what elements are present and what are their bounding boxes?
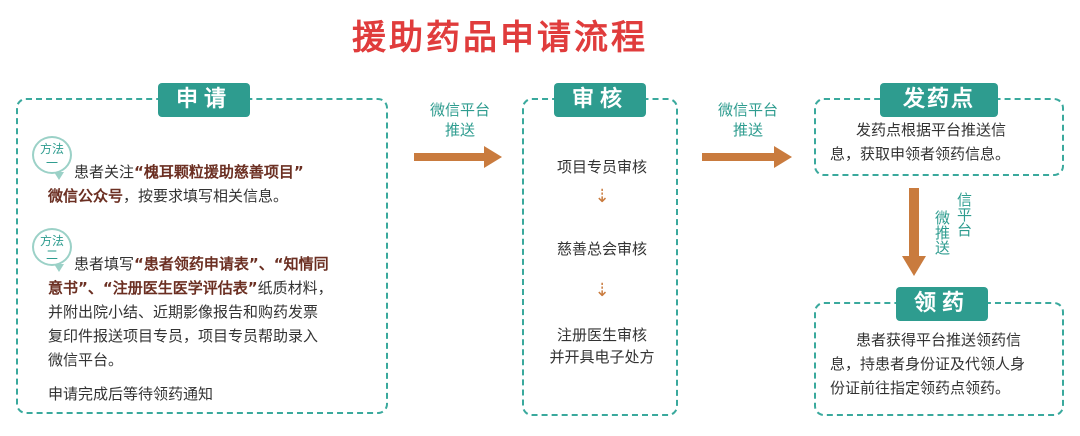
apply-box: 申请 方法一 患者关注“槐耳颗粒援助慈善项目” 微信公众号，按要求填写相关信息。… bbox=[16, 83, 388, 414]
review-box: 审核 项目专员审核 ⇣ 慈善总会审核 ⇣ 注册医生审核 并开具电子处方 bbox=[522, 83, 678, 416]
page-title: 援助药品申请流程 bbox=[352, 18, 648, 58]
apply-footer: 申请完成后等待领药通知 bbox=[48, 385, 214, 403]
method-two-text: 患者填写“患者领药申请表”、“知情同 意书”、“注册医生医学评估表”纸质材料， … bbox=[48, 255, 333, 369]
arrow-three-label-col1: 微推送 bbox=[933, 210, 951, 255]
review-step: 慈善总会审核 bbox=[556, 240, 647, 258]
pickup-box: 领药 患者获得平台推送领药信 息，持患者身份证及代领人身 份证前往指定领药点领药… bbox=[814, 287, 1064, 416]
arrow-one-label: 微信平台 推送 bbox=[429, 101, 490, 139]
review-heading: 审核 bbox=[554, 83, 646, 117]
dotted-arrow-down-icon: ⇣ bbox=[594, 186, 610, 207]
dotted-arrow-down-icon: ⇣ bbox=[594, 280, 610, 301]
pickup-heading: 领药 bbox=[896, 287, 988, 321]
dispense-heading: 发药点 bbox=[880, 83, 998, 117]
review-step: 注册医生审核 并开具电子处方 bbox=[549, 326, 655, 366]
arrow-down-icon bbox=[902, 188, 926, 276]
arrow-three-label-col2: 信平台 bbox=[955, 192, 973, 237]
arrow-right-icon bbox=[702, 146, 792, 168]
method-two-badge: 方法二 bbox=[32, 228, 72, 272]
dispense-text: 发药点根据平台推送信 息，获取申领者领药信息。 bbox=[830, 121, 1011, 163]
pickup-text: 患者获得平台推送领药信 息，持患者身份证及代领人身 份证前往指定领药点领药。 bbox=[830, 331, 1026, 397]
review-step: 项目专员审核 bbox=[556, 158, 647, 176]
apply-heading: 申请 bbox=[158, 83, 250, 117]
method-one-badge: 方法一 bbox=[32, 136, 72, 180]
arrow-two-label: 微信平台 推送 bbox=[717, 101, 778, 139]
arrow-right-icon bbox=[414, 146, 502, 168]
method-one-text: 患者关注“槐耳颗粒援助慈善项目” 微信公众号，按要求填写相关信息。 bbox=[48, 163, 304, 205]
dispense-box: 发药点 发药点根据平台推送信 息，获取申领者领药信息。 bbox=[814, 83, 1064, 176]
